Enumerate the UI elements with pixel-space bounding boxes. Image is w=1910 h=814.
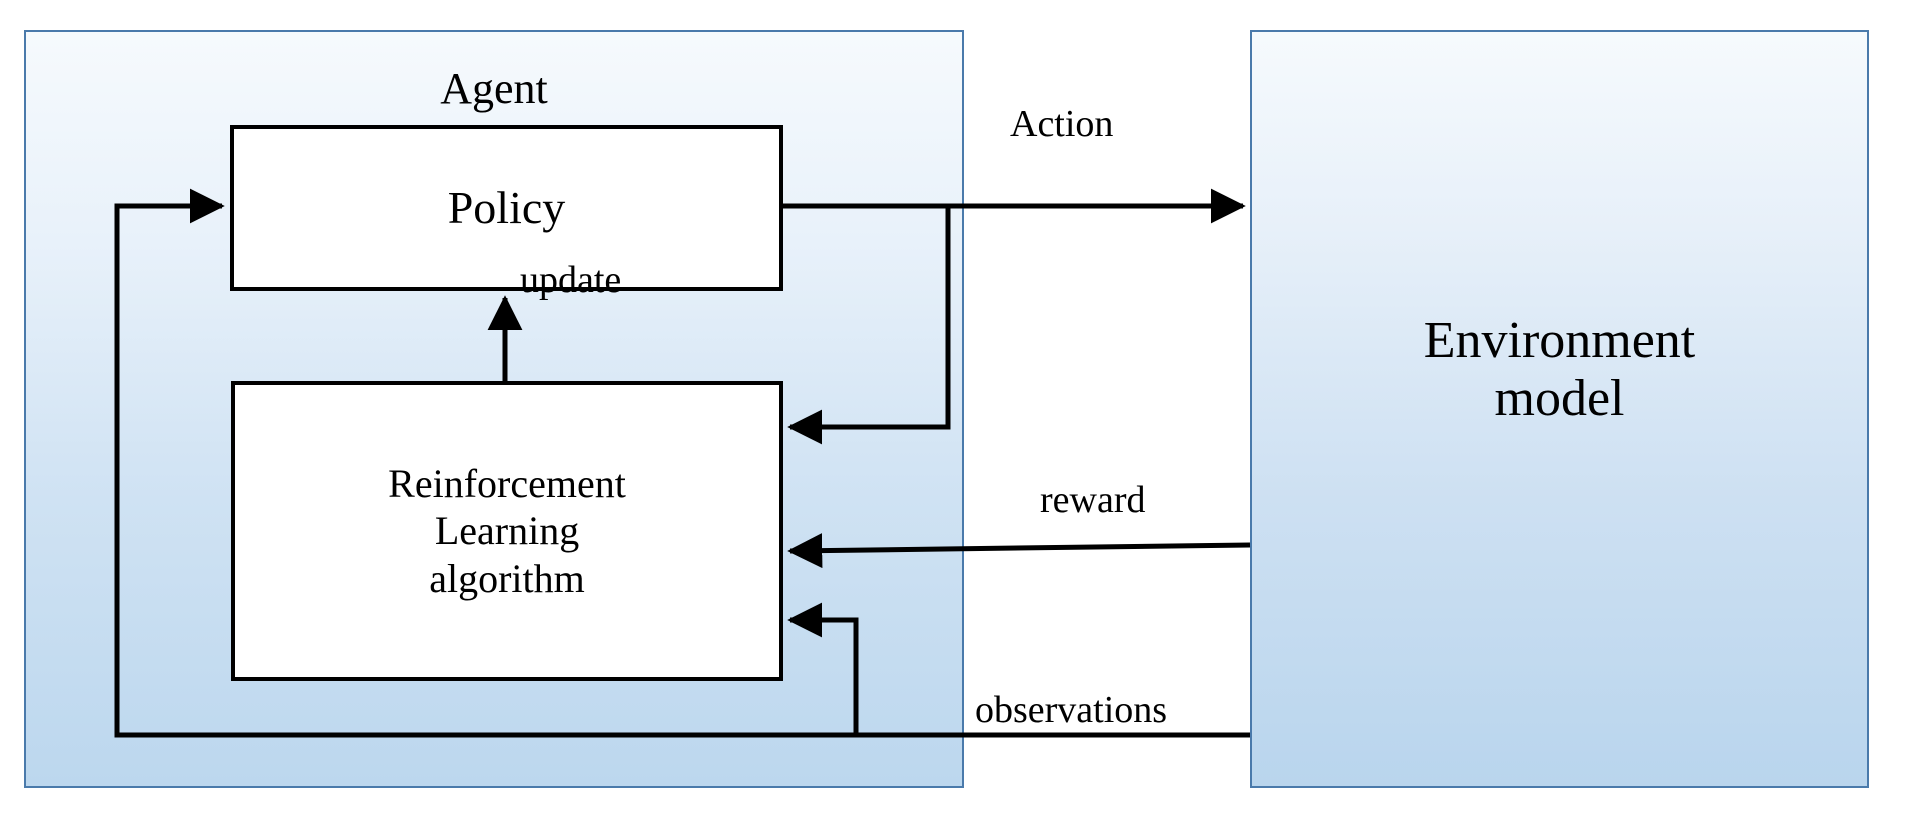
update-edge-label: update — [520, 259, 622, 301]
reinforcement-learning-algorithm-node[interactable]: Reinforcement Learning algorithm — [231, 381, 783, 681]
reward-edge-label: reward — [1040, 479, 1146, 521]
action-edge-label: Action — [1010, 103, 1114, 145]
observations-edge-label: observations — [975, 689, 1168, 731]
environment-panel-title: Environment model — [1423, 312, 1696, 428]
agent-panel-title: Agent — [440, 64, 548, 113]
environment-panel: Environment model — [1250, 30, 1869, 788]
policy-node[interactable]: Policy — [230, 125, 783, 291]
